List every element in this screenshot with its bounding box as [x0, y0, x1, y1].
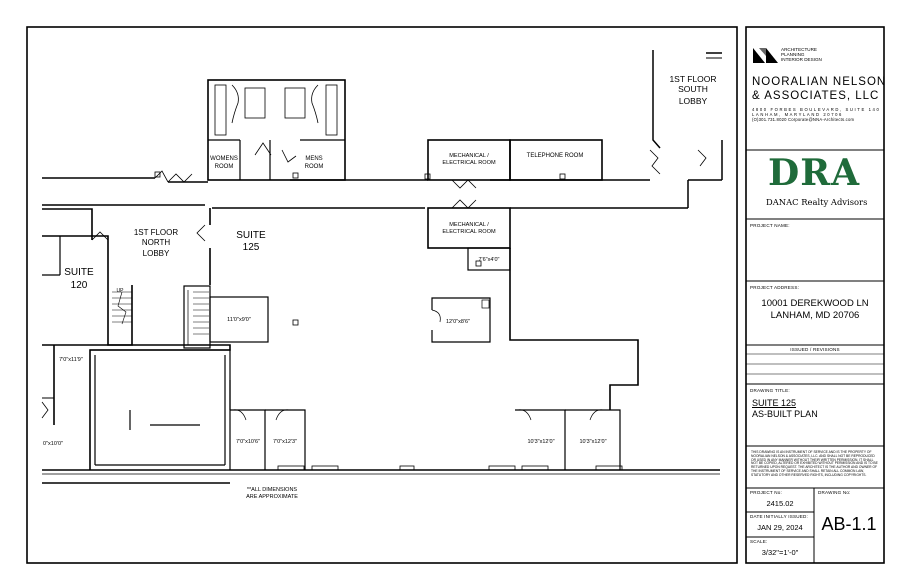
- note-dimensions-2: ARE APPROXIMATE: [246, 494, 298, 500]
- client-logo: DRA: [768, 152, 861, 194]
- room-label-north-lobby-3: LOBBY: [143, 249, 170, 258]
- firm-address-3: (O)301.731.8020 Corporate@NNA-Architects…: [752, 117, 855, 122]
- note-dimensions: **ALL DIMENSIONS: [247, 487, 298, 493]
- client-name: DANAC Realty Advisors: [766, 197, 868, 207]
- room-label-mech2-2: ELECTRICAL ROOM: [442, 229, 496, 235]
- room-label-mech1-2: ELECTRICAL ROOM: [442, 160, 496, 166]
- disclaimer: THIS DRAWING IS AN INSTRUMENT OF SERVICE…: [751, 450, 878, 477]
- firm-tagline-1: ARCHITECTURE: [781, 47, 817, 52]
- firm-name-2: & ASSOCIATES, LLC: [752, 90, 880, 102]
- date-label: DATE INITIALLY ISSUED:: [750, 514, 809, 519]
- title-block-dividers: [746, 149, 884, 563]
- sheet-number: AB-1.1: [821, 514, 877, 534]
- dim-7-0x12-3: 7'0"x12'3": [273, 439, 297, 445]
- dim-x10-0: 0"x10'0": [43, 441, 63, 447]
- room-label-suite125: SUITE: [236, 230, 266, 241]
- date-issued: JAN 29, 2024: [757, 523, 803, 532]
- drawing-title: SUITE 125 AS-BUILT PLAN: [752, 398, 818, 420]
- dim-7-0x10-6: 7'0"x10'6": [236, 439, 260, 445]
- drawing-no-label: DRAWING No:: [818, 490, 851, 495]
- firm-tagline-2: PLANNING: [781, 52, 805, 58]
- floor-plan: [41, 50, 723, 484]
- project-name-label: PROJECT NAME:: [750, 223, 790, 228]
- firm-address-2: LANHAM, MARYLAND 20706: [752, 112, 843, 117]
- room-label-mens: MENS: [305, 156, 322, 162]
- project-no: 2415.02: [766, 499, 794, 508]
- firm-tagline-3: INTERIOR DESIGN: [781, 57, 822, 63]
- room-label-womens-2: ROOM: [215, 164, 234, 170]
- issued-revisions-label: ISSUED / REVISIONS: [790, 347, 840, 352]
- project-address-label: PROJECT ADDRESS:: [750, 285, 800, 290]
- scale-label: SCALE:: [750, 539, 768, 544]
- room-label-mens-2: ROOM: [305, 164, 324, 170]
- plan-border: [26, 26, 738, 564]
- drawing-title-label: DRAWING TITLE:: [750, 388, 790, 393]
- room-label-suite120: SUITE: [64, 267, 94, 278]
- dim-10-3x12-0-b: 10'3"x12'0": [579, 439, 606, 445]
- project-address-2: LANHAM, MD 20706: [770, 310, 860, 321]
- firm-address-1: 4800 FORBES BOULEVARD, SUITE 140: [752, 107, 881, 112]
- dim-10-3x12-0-a: 10'3"x12'0": [527, 439, 554, 445]
- dim-7-0x11-9: 7'0"x11'9": [59, 357, 83, 363]
- drawing-title-1: SUITE 125: [752, 398, 797, 408]
- room-label-suite120-2: 120: [71, 280, 88, 291]
- scale: 3/32"=1'-0": [761, 548, 799, 557]
- room-label-south-lobby-3: LOBBY: [679, 96, 708, 106]
- dim-11-0x9-0: 11'0"x9'0": [227, 317, 251, 323]
- room-label-womens: WOMENS: [210, 156, 238, 162]
- firm-address: 4800 FORBES BOULEVARD, SUITE 140 LANHAM,…: [752, 107, 880, 122]
- plan-labels: WOMENS ROOM MENS ROOM MECHANICAL / ELECT…: [43, 74, 717, 500]
- room-label-suite125-2: 125: [243, 242, 260, 253]
- firm-name: NOORALIAN NELSON & ASSOCIATES, LLC: [752, 75, 886, 103]
- firm-name-1: NOORALIAN NELSON: [752, 76, 887, 88]
- firm-logo-icon: [753, 48, 778, 63]
- project-no-label: PROJECT No:: [750, 490, 782, 495]
- firm-tagline: ARCHITECTURE PLANNING INTERIOR DESIGN: [781, 47, 822, 63]
- dim-7-6x4-0: 7'6"x4'0": [479, 257, 500, 263]
- room-label-north-lobby: 1ST FLOOR: [134, 228, 179, 237]
- room-label-south-lobby-2: SOUTH: [678, 84, 708, 94]
- stair-up-label: UP: [117, 288, 125, 294]
- project-address-1: 10001 DEREKWOOD LN: [761, 298, 869, 309]
- room-label-north-lobby-2: NORTH: [142, 238, 171, 247]
- room-label-telephone: TELEPHONE ROOM: [527, 153, 584, 159]
- room-label-mech1: MECHANICAL /: [449, 153, 489, 159]
- room-label-mech2: MECHANICAL /: [449, 222, 489, 228]
- dim-12-0x8-6: 12'0"x8'6": [446, 319, 470, 325]
- title-block-border: [745, 26, 885, 564]
- drawing-title-2: AS-BUILT PLAN: [752, 409, 818, 419]
- project-address: 10001 DEREKWOOD LN LANHAM, MD 20706: [746, 298, 884, 322]
- room-label-south-lobby: 1ST FLOOR: [669, 74, 716, 84]
